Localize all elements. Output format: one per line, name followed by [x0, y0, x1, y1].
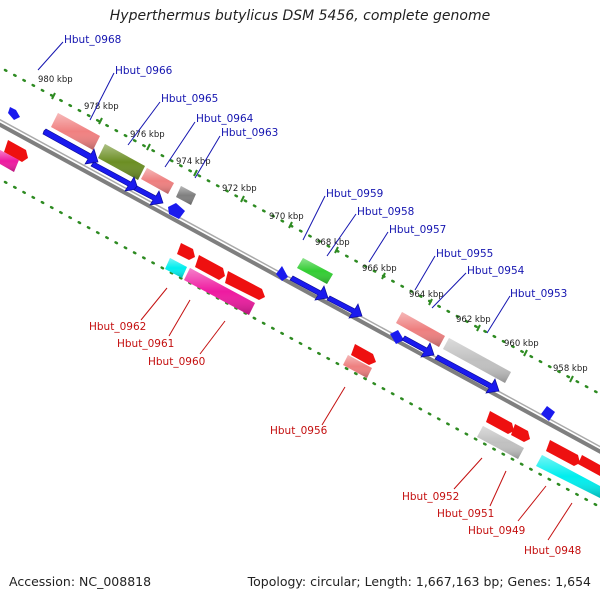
- figure-title: Hyperthermus butylicus DSM 5456, complet…: [109, 8, 491, 24]
- gene-label-forward: Hbut_0957: [389, 224, 446, 236]
- gene-box: [297, 258, 333, 284]
- gene-box: [184, 268, 255, 315]
- forward-genes: [8, 107, 555, 421]
- gene-arrow: [578, 455, 600, 476]
- gene-label-forward: Hbut_0955: [436, 248, 493, 260]
- gene-arrow: [177, 243, 195, 260]
- gene-arrow: [326, 295, 363, 319]
- gene-arrow: [42, 128, 99, 165]
- gene-label-forward: Hbut_0965: [161, 93, 218, 105]
- gene-label-forward: Hbut_0959: [326, 188, 383, 200]
- tick-label: 968 kbp: [315, 238, 350, 248]
- tick-label: 974 kbp: [176, 157, 211, 167]
- tick-label: 970 kbp: [269, 212, 304, 222]
- gene-label-forward: Hbut_0953: [510, 288, 567, 300]
- accession-text: Accession: NC_008818: [9, 574, 152, 589]
- gene-label-reverse: Hbut_0948: [524, 545, 581, 557]
- gene-box: [141, 168, 174, 194]
- gene-arrow: [546, 440, 580, 466]
- backbone-line: [0, 122, 600, 454]
- gene-box: [98, 144, 145, 180]
- gene-arrow: [401, 335, 435, 358]
- gene-label-forward: Hbut_0954: [467, 265, 525, 277]
- gene-box: [477, 426, 524, 459]
- gene-arrow: [225, 271, 265, 300]
- gene-box: [165, 258, 187, 278]
- gene-label-reverse: Hbut_0961: [117, 338, 174, 350]
- reverse-labels: Hbut_0962 Hbut_0961 Hbut_0960 Hbut_0956 …: [89, 321, 581, 557]
- gene-label-forward: Hbut_0958: [357, 206, 414, 218]
- gene-arrow: [434, 354, 500, 394]
- gene-label-reverse: Hbut_0951: [437, 508, 494, 520]
- gene-label-forward: Hbut_0968: [64, 34, 121, 46]
- tick-label: 976 kbp: [130, 130, 165, 140]
- tick-label: 978 kbp: [84, 102, 119, 112]
- forward-labels: Hbut_0968 Hbut_0966 Hbut_0965 Hbut_0964 …: [64, 34, 567, 300]
- gene-label-reverse: Hbut_0960: [148, 356, 205, 368]
- gene-label-forward: Hbut_0966: [115, 65, 173, 77]
- gene-label-forward: Hbut_0963: [221, 127, 278, 139]
- gene-arrow: [289, 275, 329, 301]
- tick-label: 964 kbp: [409, 290, 444, 300]
- gene-arrow: [133, 185, 164, 206]
- gene-arrow: [351, 344, 376, 365]
- forward-label-leaders: [37, 41, 511, 334]
- gene-arrow: [195, 255, 225, 280]
- dotted-track-outer: [3, 68, 600, 396]
- gene-box: [343, 355, 372, 378]
- tick-labels: 980 kbp 978 kbp 976 kbp 974 kbp 972 kbp …: [38, 75, 588, 374]
- genome-summary-text: Topology: circular; Length: 1,667,163 bp…: [247, 574, 591, 589]
- gene-arrow: [390, 330, 404, 344]
- gene-arrow: [90, 161, 139, 192]
- gene-box: [51, 113, 100, 150]
- gene-arrow: [541, 406, 555, 421]
- tick-label: 958 kbp: [553, 364, 588, 374]
- gene-arrow: [486, 411, 514, 434]
- tick-label: 962 kbp: [456, 315, 491, 325]
- gene-arrow: [4, 140, 28, 162]
- gene-box: [0, 150, 19, 172]
- scale-ticks: [51, 92, 574, 383]
- gene-box: [396, 312, 445, 347]
- gene-label-forward: Hbut_0964: [196, 113, 254, 125]
- gene-box: [443, 338, 511, 383]
- tick-label: 960 kbp: [504, 339, 539, 349]
- tick-label: 980 kbp: [38, 75, 73, 85]
- gene-box: [176, 186, 196, 205]
- gene-label-reverse: Hbut_0949: [468, 525, 525, 537]
- gene-arrow: [168, 203, 185, 219]
- gene-arrow: [511, 424, 530, 442]
- gene-arrow: [8, 107, 20, 120]
- tick-label: 966 kbp: [362, 264, 397, 274]
- gene-arrow: [276, 266, 288, 281]
- gene-box: [536, 455, 600, 498]
- reverse-label-leaders: [140, 287, 573, 541]
- tick-label: 972 kbp: [222, 184, 257, 194]
- gene-label-reverse: Hbut_0952: [402, 491, 459, 503]
- reverse-genes: [0, 140, 600, 498]
- gene-label-reverse: Hbut_0962: [89, 321, 146, 333]
- gene-label-reverse: Hbut_0956: [270, 425, 328, 437]
